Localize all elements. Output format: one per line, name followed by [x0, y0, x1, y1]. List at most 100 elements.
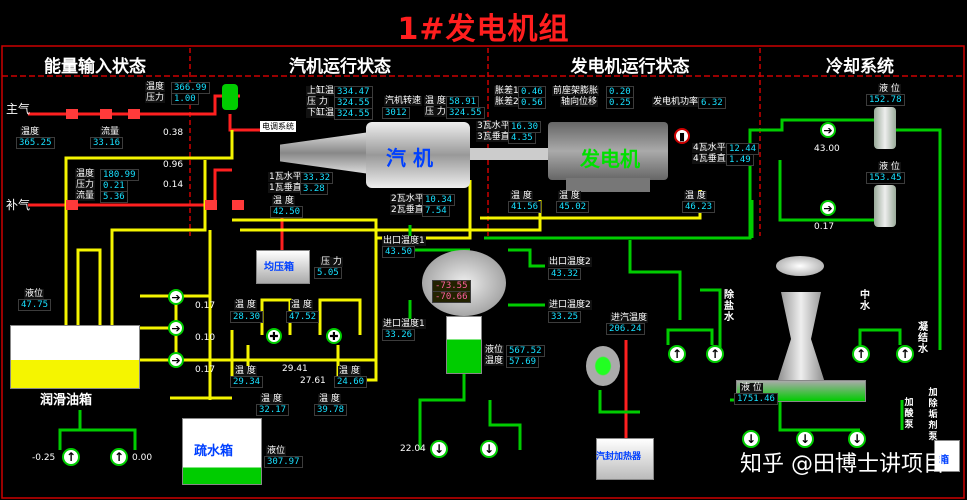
- vib2h-label: 2瓦水平: [390, 194, 425, 204]
- vib4v-value: 1.49: [726, 154, 754, 166]
- governor-label: 电调系统: [260, 121, 296, 132]
- aux-flow-label: 流量: [75, 191, 96, 201]
- cond-temp-value: 57.69: [506, 356, 540, 368]
- main-steam-valve-2[interactable]: [100, 109, 112, 119]
- oil-tank: [10, 325, 140, 389]
- oil-pump-2-icon[interactable]: ➔: [168, 320, 184, 336]
- cond-flow-value: 22.04: [400, 444, 426, 454]
- bottom-pump-1-value: -0.25: [32, 453, 56, 463]
- drain-level-label: 液位: [266, 446, 287, 456]
- mid-temp-4-value: 24.60: [334, 376, 368, 388]
- acid-pump-label: 加酸泵: [904, 398, 914, 430]
- tower-level-label: 液 位: [740, 383, 763, 393]
- inlet2-label: 进口温度2: [548, 300, 592, 310]
- descale-pump-label: 加除垢剂泵: [928, 388, 938, 442]
- cool-fan-b-icon[interactable]: ➔: [820, 200, 836, 216]
- turbine-name: 汽 机: [386, 146, 433, 170]
- oil-pump-1-value: 0.17: [195, 301, 216, 311]
- bottom-pump-2[interactable]: ↑: [110, 448, 128, 466]
- circ-pump-3[interactable]: ↓: [848, 430, 866, 448]
- mid-temp-3-label: 温 度: [234, 366, 257, 376]
- oil-tank-name: 润滑油箱: [40, 393, 93, 408]
- generator-base: [566, 178, 650, 192]
- mid-temp-2-value: 47.52: [286, 311, 320, 323]
- cool-level-b-label: 液 位: [878, 162, 901, 172]
- steam-in-label: 进汽温度: [610, 313, 649, 323]
- gen-temp-c-value: 46.23: [682, 201, 716, 213]
- drain-tank-name: 疏水箱: [194, 444, 234, 459]
- aux-temp-label: 温度: [75, 169, 96, 179]
- seal-heater-name: 汽封加热器: [596, 452, 642, 462]
- makeup-valve-3[interactable]: [232, 200, 244, 210]
- circ-pump-2[interactable]: ↓: [796, 430, 814, 448]
- gen-temp-c-label: 温 度: [684, 191, 707, 201]
- circ-pump-1[interactable]: ↓: [742, 430, 760, 448]
- inlet1-value: 33.26: [382, 329, 416, 341]
- generator-body: [548, 122, 668, 180]
- mid-temp-3-value: 29.34: [230, 376, 264, 388]
- tower-level-value: 1751.46: [734, 393, 778, 405]
- vib3h-label: 3瓦水平: [476, 121, 511, 131]
- page-title: 1#发电机组: [397, 12, 570, 47]
- gen-temp-b-value: 45.02: [556, 201, 590, 213]
- mid-flow-2: 27.61: [300, 376, 326, 386]
- cond-pump-1[interactable]: ↓: [430, 440, 448, 458]
- oil-pump-2-value: 0.10: [195, 333, 216, 343]
- mid-water-pump-1[interactable]: ↑: [852, 345, 870, 363]
- generator-fan-icon[interactable]: ▮: [674, 128, 690, 144]
- desalt-water-label: 除盐水: [724, 290, 734, 323]
- lower-cyl-value: 324.55: [334, 108, 373, 120]
- diff2-label: 胀差2: [494, 97, 520, 107]
- mid-flow-1: 29.41: [282, 364, 308, 374]
- mid-water-pump-2[interactable]: ↑: [896, 345, 914, 363]
- mid-temp-4-label: 温 度: [338, 366, 361, 376]
- governor-device: [222, 84, 238, 110]
- makeup-valve-1[interactable]: [66, 200, 78, 210]
- bottom-pump-1[interactable]: ↑: [62, 448, 80, 466]
- power-value: 6.32: [698, 97, 726, 109]
- condensate-label: 凝结水: [918, 322, 928, 355]
- cond-temp-label: 温度: [484, 356, 505, 366]
- shaft: [470, 148, 550, 160]
- desalt-pump-2[interactable]: ↑: [706, 345, 724, 363]
- main-steam-valve-1[interactable]: [66, 109, 78, 119]
- seal-heater: [596, 438, 654, 480]
- gen-temp-b-label: 温 度: [558, 191, 581, 201]
- small-temp-value: 42.50: [270, 206, 304, 218]
- outlet2-value: 43.32: [548, 268, 582, 280]
- vib2v-value: 7.54: [422, 205, 450, 217]
- balance-pres-label: 压 力: [320, 257, 343, 267]
- mid-temp-1-label: 温 度: [234, 300, 257, 310]
- inlet2-value: 33.25: [548, 311, 582, 323]
- drain-level-value: 307.97: [264, 456, 303, 468]
- main-steam-valve-3[interactable]: [128, 109, 140, 119]
- diff2-value: 0.56: [518, 97, 546, 109]
- oil-pump-1-icon[interactable]: ➔: [168, 289, 184, 305]
- small-temp-label: 温 度: [272, 196, 295, 206]
- mid-pump-2-icon[interactable]: ✚: [326, 328, 342, 344]
- generator-name: 发电机: [580, 147, 640, 171]
- oil-pump-3-icon[interactable]: ➔: [168, 352, 184, 368]
- mid-temp-5-value: 32.17: [256, 404, 290, 416]
- mid-pump-1-icon[interactable]: ✚: [266, 328, 282, 344]
- turbine-pres-label: 压 力: [306, 97, 329, 107]
- drain-tank: [182, 418, 262, 485]
- pressure-3: 0.14: [163, 180, 184, 190]
- section-energy-input: 能量输入状态: [44, 57, 146, 77]
- main-temp-label: 温度: [20, 127, 41, 137]
- vib4h-label: 4瓦水平: [692, 143, 727, 153]
- mid-temp-6-label: 温 度: [318, 394, 341, 404]
- vib4v-label: 4瓦垂直: [692, 154, 727, 164]
- cond-pump-2[interactable]: ↓: [480, 440, 498, 458]
- mid-temp-6-value: 39.78: [314, 404, 348, 416]
- section-cooling: 冷却系统: [826, 57, 894, 77]
- cool-fan-a-icon[interactable]: ➔: [820, 122, 836, 138]
- front-frame-label: 前座架膨胀: [552, 86, 600, 96]
- main-steam-label: 主气: [6, 102, 31, 116]
- balance-tank: [256, 250, 310, 284]
- desalt-pump-1[interactable]: ↑: [668, 345, 686, 363]
- dosing-tank: [934, 440, 960, 472]
- makeup-valve-2[interactable]: [205, 200, 217, 210]
- flow-value: 33.16: [90, 137, 124, 149]
